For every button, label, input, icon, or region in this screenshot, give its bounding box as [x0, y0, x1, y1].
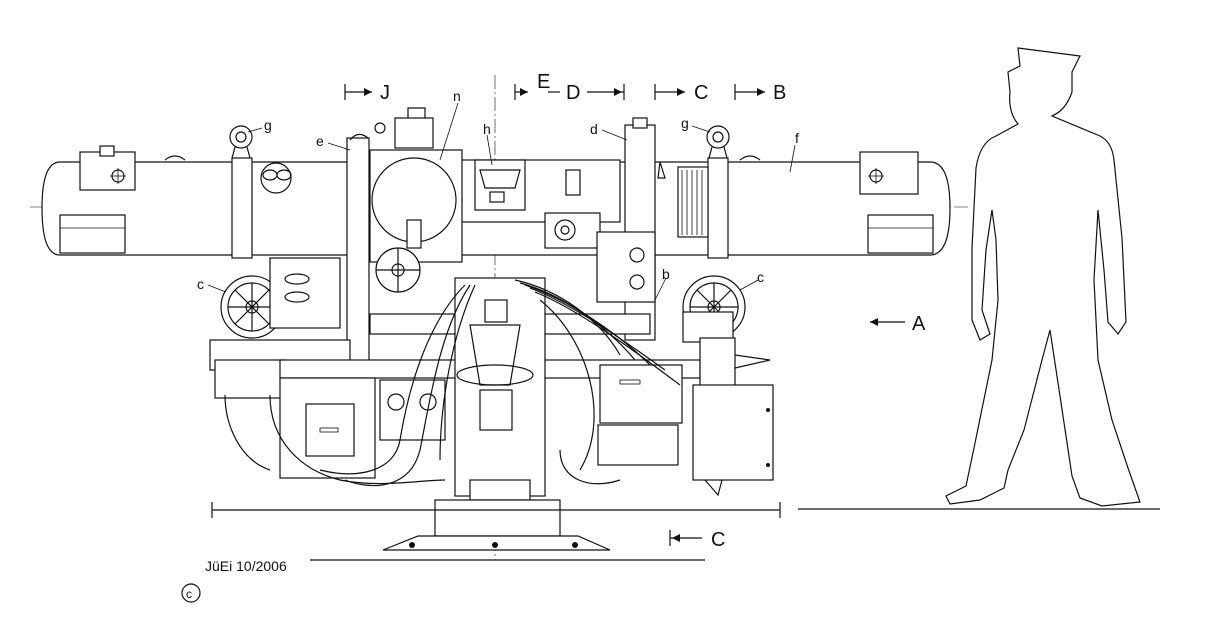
part-label-c-left: c: [197, 276, 204, 292]
section-mark-a: A: [912, 313, 926, 335]
part-label-e: e: [316, 133, 324, 149]
copyright-symbol: [181, 583, 201, 603]
human-silhouette: [945, 47, 1141, 507]
upper-housing: [459, 159, 621, 249]
left-column: [346, 107, 463, 377]
part-label-h: h: [483, 121, 491, 137]
left-handwheel: [220, 275, 284, 339]
part-label-c-right: c: [757, 269, 764, 285]
part-label-n: n: [453, 88, 461, 104]
lower-right-boxes: [597, 364, 774, 497]
part-label-f: f: [795, 130, 799, 146]
central-pedestal: [382, 277, 611, 551]
lower-left-box: [279, 377, 446, 479]
section-mark-b: B: [773, 82, 786, 104]
right-column: [596, 117, 666, 341]
section-marks: [344, 84, 905, 546]
section-mark-c-bottom: C: [711, 529, 725, 551]
leader-lines: [207, 102, 796, 301]
cable-bundles: [224, 279, 681, 487]
author-signature: JüEi 10/2006: [205, 558, 287, 574]
section-mark-d: D: [566, 82, 580, 104]
section-mark-e: E: [537, 71, 550, 93]
part-label-b: b: [662, 266, 670, 282]
part-label-d: d: [590, 121, 598, 137]
section-mark-c-top: C: [694, 82, 708, 104]
section-mark-j: J: [380, 82, 390, 104]
copyright-letter: c: [186, 587, 192, 601]
part-label-g-right: g: [681, 115, 689, 131]
part-label-g-left: g: [264, 117, 272, 133]
